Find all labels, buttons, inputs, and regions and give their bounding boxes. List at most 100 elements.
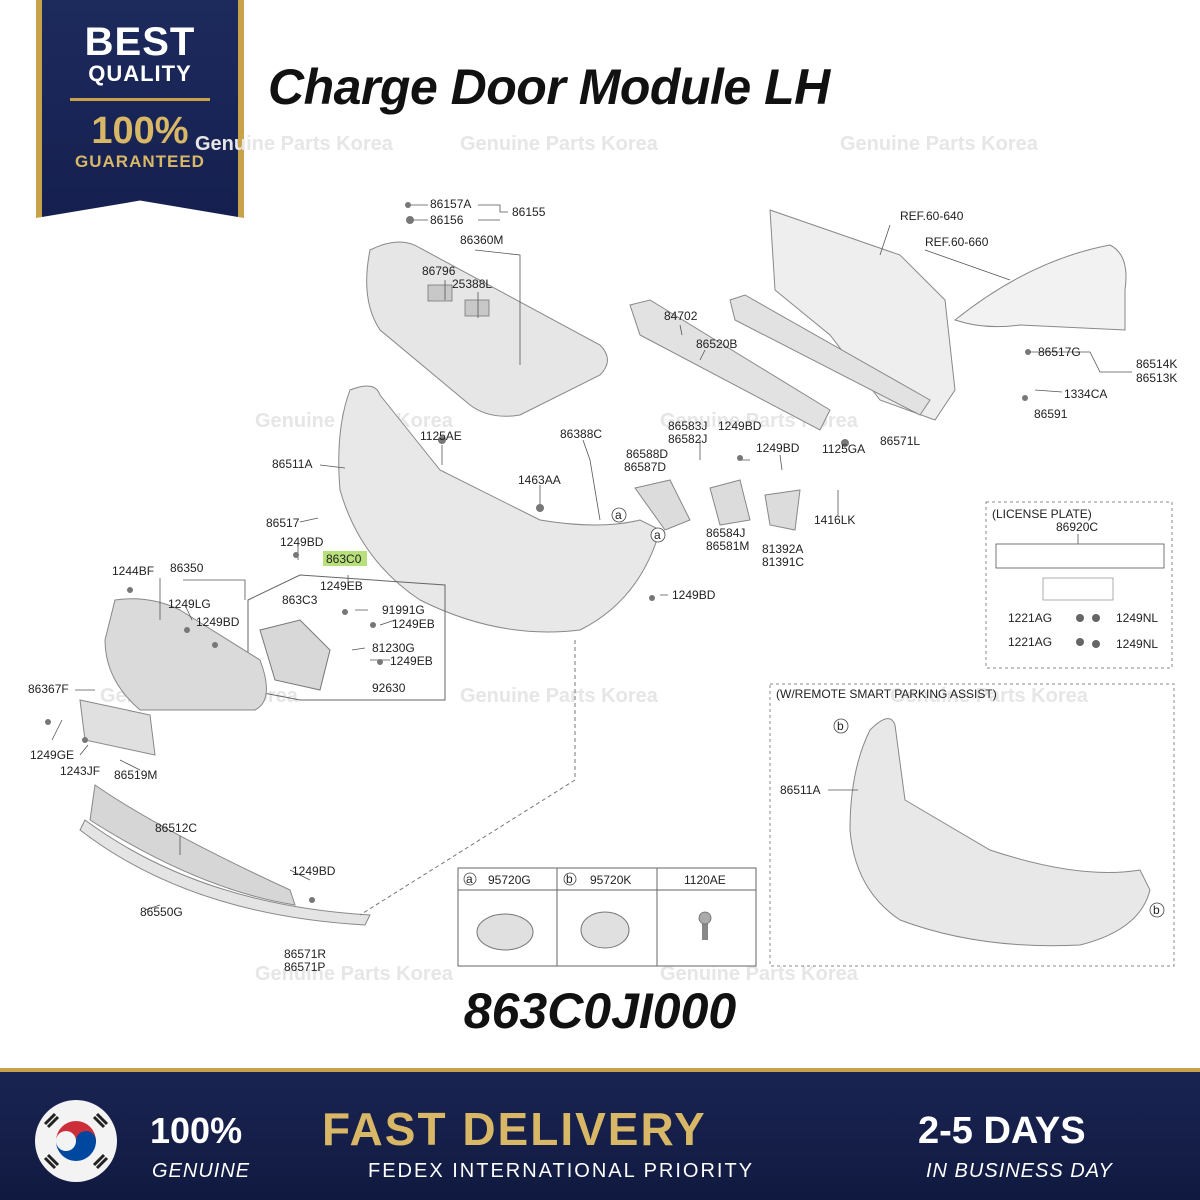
callout-label: a — [615, 508, 622, 522]
part-label: 81392A — [762, 542, 803, 556]
korea-flag-icon — [35, 1100, 117, 1182]
part-label: 86582J — [668, 432, 707, 446]
license-plate-box — [985, 501, 1173, 669]
fedex-label: FEDEX INTERNATIONAL PRIORITY — [368, 1160, 755, 1182]
callout-label: b — [566, 872, 573, 886]
watermark: Genuine Parts Korea — [460, 133, 659, 155]
part-label: 86514K — [1136, 357, 1177, 371]
callout-a — [650, 527, 666, 543]
part-label: 86588D — [626, 447, 668, 461]
legend-part: 95720G — [488, 873, 531, 887]
absorber-part — [629, 299, 831, 431]
badge-quality: QUALITY — [88, 61, 192, 86]
part-label: 84702 — [664, 309, 698, 323]
bracket-part — [764, 489, 801, 531]
taeguk-blue — [56, 1131, 96, 1161]
license-bracket-part — [79, 699, 156, 756]
page-title: Charge Door Module LH — [268, 59, 830, 115]
bracket-part — [634, 479, 691, 531]
part-label: 81391C — [762, 555, 804, 569]
screw-icon — [1092, 614, 1100, 622]
undercover-part — [366, 241, 608, 417]
callout-a — [611, 507, 627, 523]
fast-delivery-heading: FAST DELIVERY — [322, 1103, 707, 1155]
screw-icon — [184, 627, 190, 633]
bolt-icon — [405, 202, 411, 208]
part-label: 81230G — [372, 641, 415, 655]
screw-icon — [212, 642, 218, 648]
part-label: 86512C — [155, 821, 197, 835]
part-label: 1249BD — [292, 864, 336, 878]
part-label: 86587D — [624, 460, 666, 474]
screw-icon — [342, 609, 348, 615]
part-label: 1249EB — [320, 579, 363, 593]
watermark: Genuine Parts Korea — [890, 685, 1089, 707]
badge-divider — [70, 98, 210, 101]
beam-part — [729, 294, 931, 416]
screw-icon — [1025, 349, 1031, 355]
screw-icon — [309, 897, 315, 903]
screw-icon — [1076, 638, 1084, 646]
license-plate-title: (LICENSE PLATE) — [992, 507, 1092, 521]
part-label: 86157A — [430, 197, 471, 211]
part-label: 86571P — [284, 960, 325, 974]
screw-icon — [127, 587, 133, 593]
part-label: 1249EB — [392, 617, 435, 631]
screw-icon — [649, 595, 655, 601]
part-label: 92630 — [372, 681, 406, 695]
part-label: 91991G — [382, 603, 425, 617]
korea-flag-svg — [43, 1112, 109, 1170]
bolt-icon — [841, 439, 849, 447]
part-label: 86571L — [880, 434, 920, 448]
license-plate-slot — [1042, 577, 1114, 601]
badge-best: BEST — [84, 20, 196, 64]
delivery-days: 2-5 DAYS — [918, 1110, 1086, 1152]
legend-table: a 95720G b 95720K 1120AE — [457, 867, 757, 967]
watermark: Genuine Parts Korea — [840, 133, 1039, 155]
part-label: 86519M — [114, 768, 157, 782]
footer-banner: 100% GENUINE FAST DELIVERY FEDEX INTERNA… — [0, 1068, 1200, 1200]
legend-part: 1120AE — [684, 873, 726, 887]
lower-molding-part — [79, 819, 371, 926]
callout-label: b — [1153, 903, 1160, 917]
bolt-icon — [702, 918, 708, 940]
parking-sensor-icon — [476, 913, 534, 951]
part-label: 86584J — [706, 526, 745, 540]
charge-door-module-part — [259, 619, 331, 691]
bolt-icon — [438, 436, 446, 444]
clip-icon — [536, 504, 544, 512]
license-plate-outline — [995, 543, 1165, 569]
callout-label: b — [837, 719, 844, 733]
part-label: 1249BD — [672, 588, 716, 602]
lower-grille-part — [89, 784, 296, 906]
part-label: 86155 — [512, 205, 546, 219]
part-label: 1249GE — [30, 748, 74, 762]
part-label: 1249LG — [168, 597, 211, 611]
part-label: 86513K — [1136, 371, 1177, 385]
front-bumper-part — [338, 385, 661, 633]
business-day-label: IN BUSINESS DAY — [926, 1160, 1113, 1182]
part-label: 1125GA — [822, 442, 865, 456]
best-quality-badge: BEST QUALITY 100% GUARANTEED — [36, 0, 244, 218]
pad-part — [464, 299, 490, 317]
part-label: 1249EB — [390, 654, 433, 668]
callout-label: a — [466, 872, 473, 886]
callout-b — [833, 718, 849, 734]
part-label: 1243JF — [60, 764, 100, 778]
part-label: 1249NL — [1116, 611, 1158, 625]
radiator-support-part — [769, 209, 956, 421]
part-label: 86571R — [284, 947, 326, 961]
part-label: 86583J — [668, 419, 707, 433]
genuine-label: GENUINE — [152, 1160, 251, 1182]
part-number: 863C0JI000 — [463, 983, 737, 1039]
part-label: 1221AG — [1008, 611, 1052, 625]
badge-guaranteed: GUARANTEED — [75, 152, 205, 171]
part-label: 1463AA — [518, 473, 561, 487]
watermark: Genuine Parts Korea — [195, 133, 394, 155]
screw-icon — [370, 622, 376, 628]
bolt-head-icon — [698, 911, 712, 925]
part-label: 1249BD — [196, 615, 240, 629]
clip-icon — [406, 216, 414, 224]
part-label: 1249NL — [1116, 637, 1158, 651]
part-label: 86360M — [460, 233, 503, 247]
